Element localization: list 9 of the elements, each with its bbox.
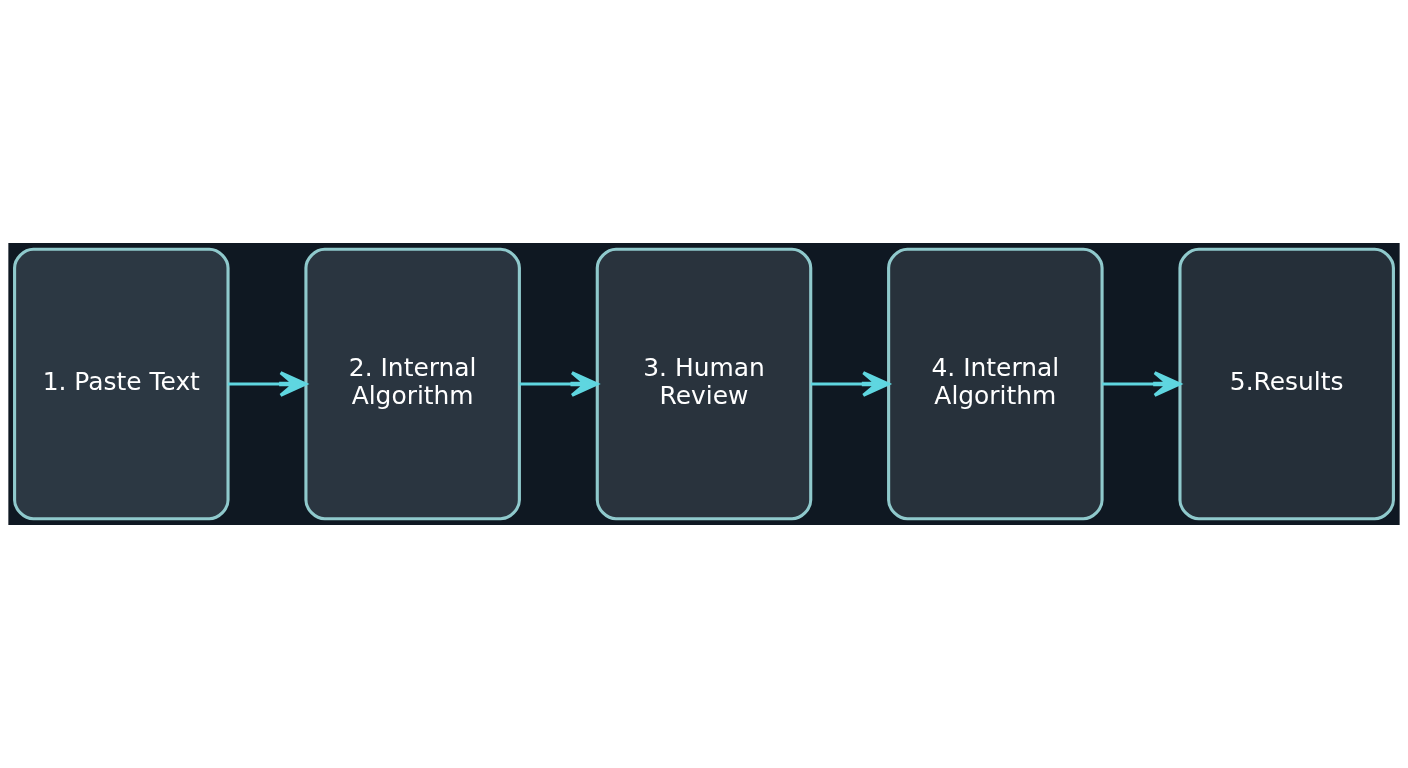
arrow: [519, 371, 599, 397]
node-box: 3. Human Review: [595, 247, 813, 521]
node-box: 1. Paste Text: [13, 247, 230, 521]
arrow: [1102, 371, 1182, 397]
arrow: [810, 371, 890, 397]
arrow: [228, 371, 308, 397]
node-box: 5.Results: [1178, 247, 1395, 521]
node-box: 2. Internal Algorithm: [304, 247, 521, 521]
node-box: 4. Internal Algorithm: [887, 247, 1104, 521]
